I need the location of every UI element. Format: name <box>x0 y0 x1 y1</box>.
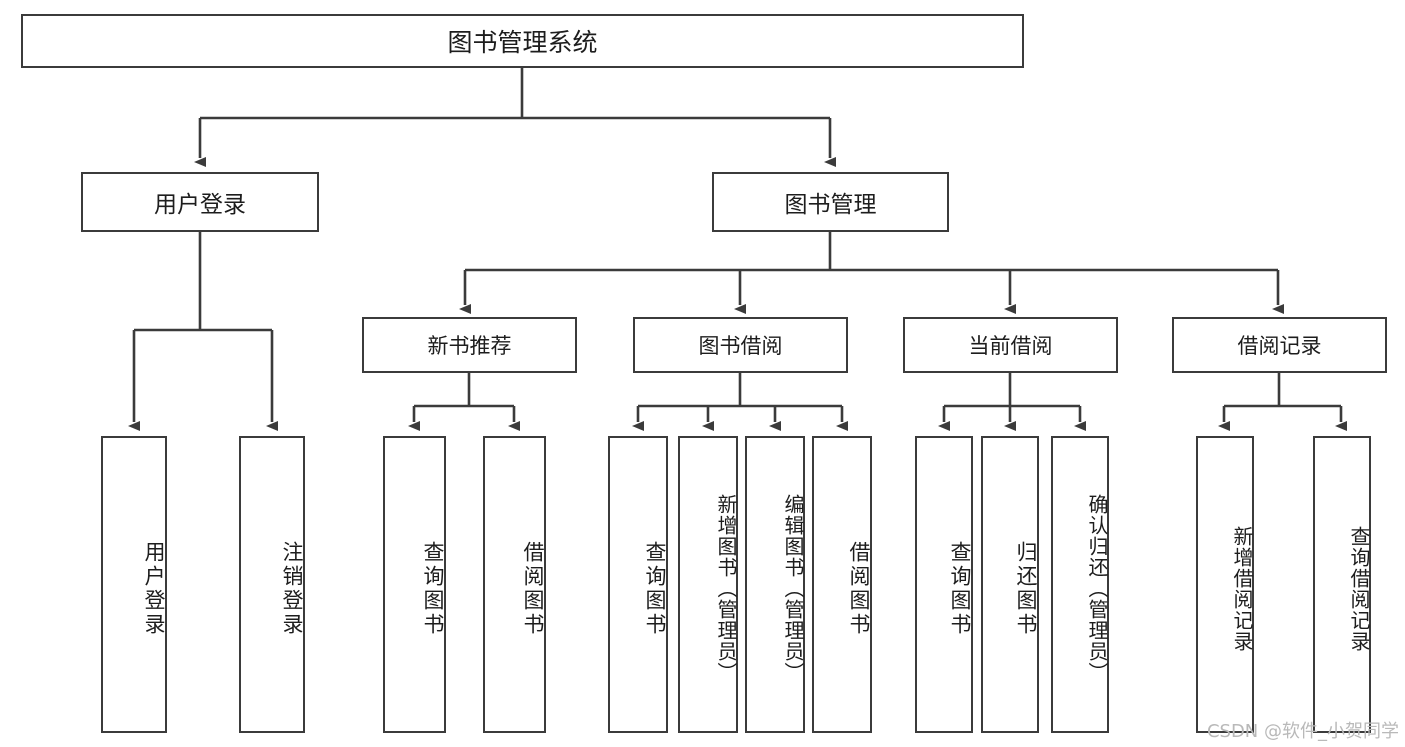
leaf-current-borrow-return[interactable]: 归还图书 <box>981 436 1039 733</box>
leaf-current-borrow-confirm[interactable]: 确认归还（管理员） <box>1051 436 1109 733</box>
leaf-current-borrow-confirm-label: 确认归还（管理员） <box>1085 494 1109 683</box>
leaf-borrow-record-query[interactable]: 查询借阅记录 <box>1313 436 1371 733</box>
node-book-borrow-label: 图书借阅 <box>698 334 783 358</box>
leaf-book-borrow-edit[interactable]: 编辑图书（管理员） <box>745 436 805 733</box>
leaf-user-login-signin-label: 用户登录 <box>142 540 166 637</box>
node-borrow-record-label: 借阅记录 <box>1237 334 1322 358</box>
leaf-book-borrow-borrow-label: 借阅图书 <box>847 540 871 637</box>
leaf-book-borrow-add-label: 新增图书（管理员） <box>714 494 738 683</box>
leaf-user-login-signout-label: 注销登录 <box>280 540 304 637</box>
leaf-new-book-query-label: 查询图书 <box>421 540 445 637</box>
node-root-label: 图书管理系统 <box>447 28 598 57</box>
leaf-book-borrow-borrow[interactable]: 借阅图书 <box>812 436 872 733</box>
node-borrow-record[interactable]: 借阅记录 <box>1172 317 1387 373</box>
node-root[interactable]: 图书管理系统 <box>21 14 1024 68</box>
node-new-book-recommend[interactable]: 新书推荐 <box>362 317 577 373</box>
leaf-user-login-signout[interactable]: 注销登录 <box>239 436 305 733</box>
node-current-borrow[interactable]: 当前借阅 <box>903 317 1118 373</box>
watermark: CSDN @软件_小贺同学 <box>1206 721 1399 742</box>
node-new-book-recommend-label: 新书推荐 <box>427 334 512 358</box>
leaf-current-borrow-query-label: 查询图书 <box>948 540 972 637</box>
leaf-borrow-record-add-label: 新增借阅记录 <box>1230 525 1254 652</box>
leaf-new-book-query[interactable]: 查询图书 <box>383 436 446 733</box>
node-user-login-label: 用户登录 <box>154 192 246 218</box>
node-current-borrow-label: 当前借阅 <box>968 334 1053 358</box>
leaf-book-borrow-add[interactable]: 新增图书（管理员） <box>678 436 738 733</box>
node-book-management[interactable]: 图书管理 <box>712 172 949 232</box>
leaf-borrow-record-add[interactable]: 新增借阅记录 <box>1196 436 1254 733</box>
leaf-current-borrow-query[interactable]: 查询图书 <box>915 436 973 733</box>
node-user-login[interactable]: 用户登录 <box>81 172 319 232</box>
node-book-borrow[interactable]: 图书借阅 <box>633 317 848 373</box>
leaf-book-borrow-query-label: 查询图书 <box>643 540 667 637</box>
leaf-user-login-signin[interactable]: 用户登录 <box>101 436 167 733</box>
leaf-new-book-borrow[interactable]: 借阅图书 <box>483 436 546 733</box>
leaf-current-borrow-return-label: 归还图书 <box>1014 540 1038 637</box>
leaf-new-book-borrow-label: 借阅图书 <box>521 540 545 637</box>
leaf-book-borrow-query[interactable]: 查询图书 <box>608 436 668 733</box>
leaf-borrow-record-query-label: 查询借阅记录 <box>1347 525 1371 652</box>
node-book-management-label: 图书管理 <box>784 192 877 218</box>
leaf-book-borrow-edit-label: 编辑图书（管理员） <box>781 494 805 683</box>
